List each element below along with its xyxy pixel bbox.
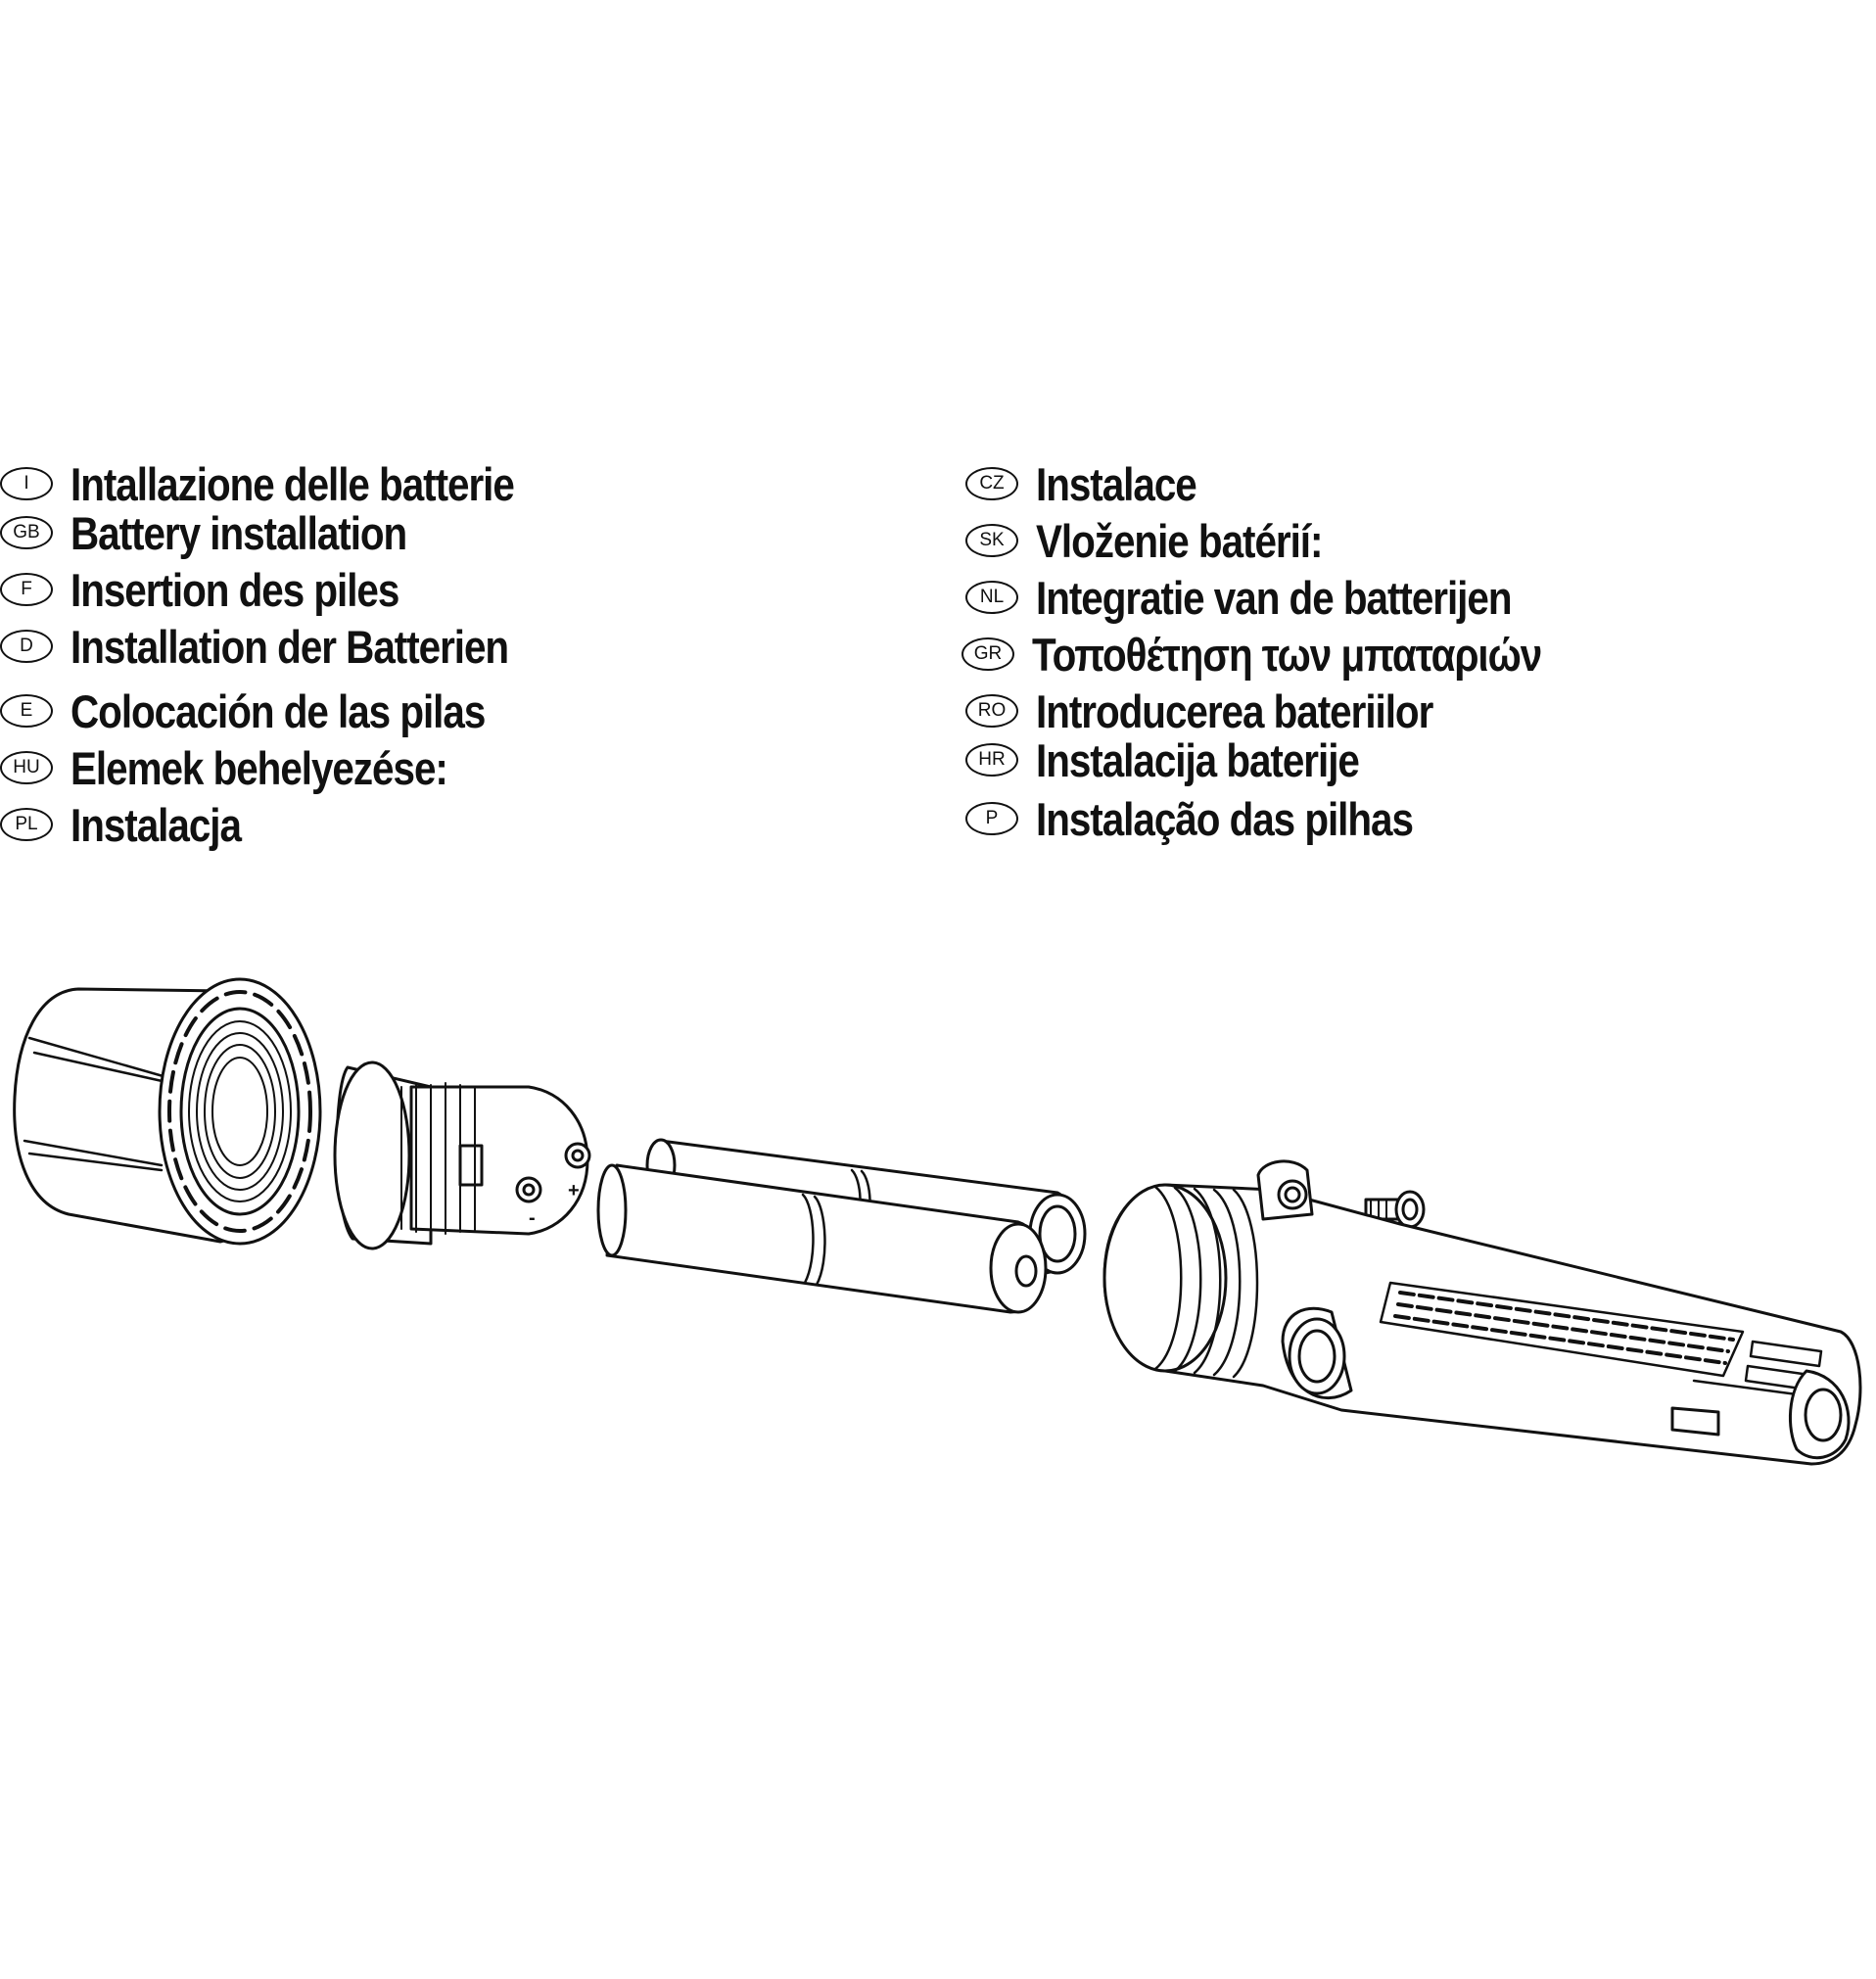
language-row-e: E Colocación de las pilas	[0, 683, 552, 738]
language-badge: HU	[0, 751, 53, 784]
language-label: Vloženie batérií:	[1036, 514, 1323, 567]
language-row-gr: GR Τοποθέτηση των μπαταριών	[961, 627, 1624, 682]
language-badge: SK	[965, 524, 1018, 557]
language-label: Instalacja	[70, 798, 242, 851]
language-badge: E	[0, 694, 53, 728]
cap-icon	[13, 977, 322, 1246]
language-badge: GB	[0, 516, 53, 549]
flashlight-body-icon	[1102, 1159, 1862, 1466]
language-row-f: F Insertion des piles	[0, 562, 452, 617]
language-label: Integratie van de batterijen	[1036, 571, 1513, 624]
language-row-nl: NL Integratie van de batterijen	[965, 570, 1589, 625]
language-badge: GR	[961, 637, 1014, 671]
language-label: Instalace	[1036, 457, 1197, 510]
language-row-p: P Instalação das pilhas	[965, 791, 1475, 846]
exploded-view-illustration: + -	[13, 977, 1862, 1466]
language-label: Colocación de las pilas	[70, 684, 486, 737]
language-label: Elemek behelyezése:	[70, 741, 448, 794]
language-label: Instalação das pilhas	[1036, 792, 1414, 845]
reflector-icon: + -	[333, 1060, 591, 1250]
language-badge: I	[0, 467, 53, 500]
language-row-pl: PL Instalacja	[0, 797, 268, 852]
language-label: Insertion des piles	[70, 563, 399, 616]
language-badge: D	[0, 630, 53, 663]
language-row-hu: HU Elemek behelyezése:	[0, 740, 508, 795]
polarity-plus: +	[568, 1180, 580, 1202]
language-badge: RO	[965, 694, 1018, 728]
language-row-d: D Installation der Batterien	[0, 619, 580, 674]
language-badge: F	[0, 573, 53, 606]
language-row-cz: CZ Instalace	[965, 456, 1222, 511]
polarity-minus: -	[529, 1207, 536, 1229]
language-badge: P	[965, 802, 1018, 835]
language-badge: HR	[965, 743, 1018, 777]
language-badge: CZ	[965, 467, 1018, 500]
language-row-i: I Intallazione delle batterie	[0, 456, 586, 511]
language-label: Τοποθέτηση των μπαταριών	[1032, 628, 1542, 681]
language-label: Introducerea bateriilor	[1036, 684, 1433, 737]
language-label: Installation der Batterien	[70, 620, 509, 673]
language-row-sk: SK Vloženie batérií:	[965, 513, 1369, 568]
language-row-ro: RO Introducerea bateriilor	[965, 683, 1497, 738]
language-badge: NL	[965, 581, 1018, 614]
language-label: Instalacija baterije	[1036, 733, 1360, 786]
language-label: Intallazione delle batterie	[70, 457, 515, 510]
language-label: Battery installation	[70, 506, 407, 559]
language-row-hr: HR Instalacija baterije	[965, 732, 1412, 787]
language-row-gb: GB Battery installation	[0, 505, 461, 560]
battery-icon	[596, 1163, 1048, 1314]
language-badge: PL	[0, 808, 53, 841]
